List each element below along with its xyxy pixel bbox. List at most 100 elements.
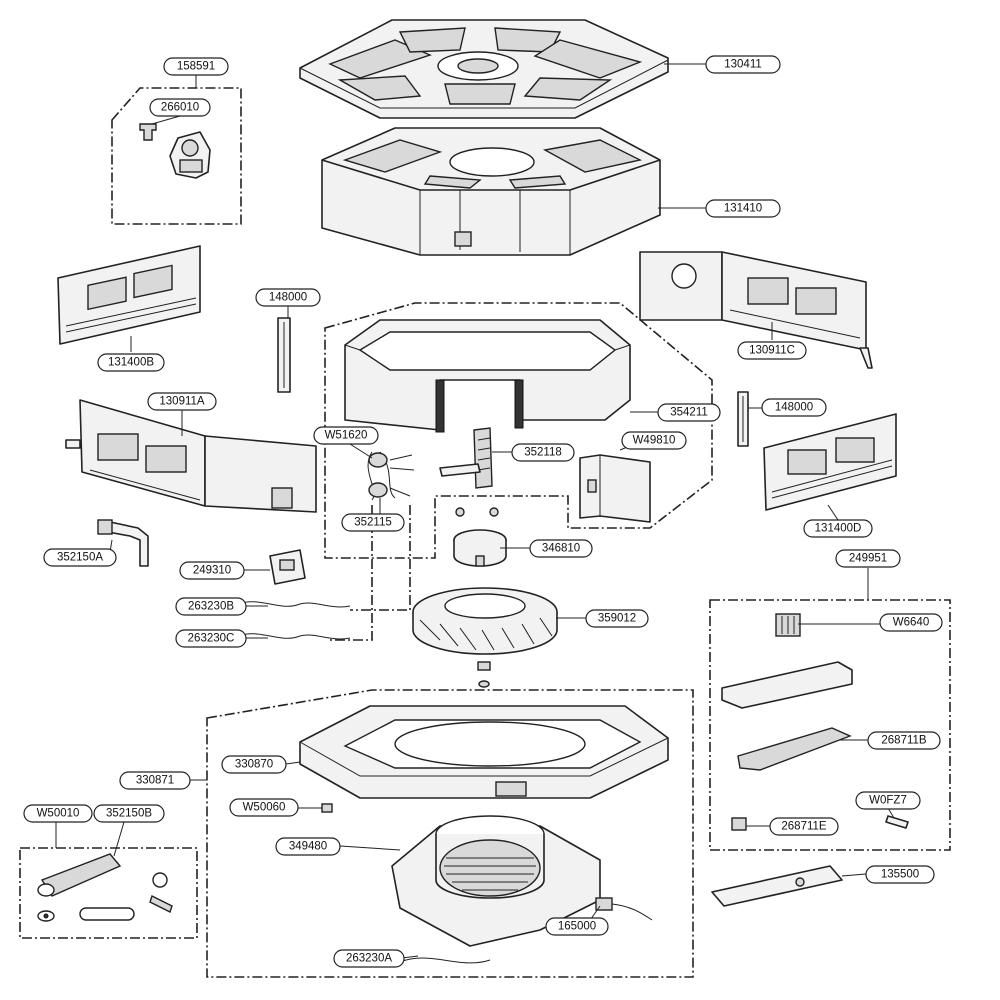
svg-text:W6640: W6640 — [893, 617, 929, 629]
part-turbo-fan — [412, 587, 558, 688]
callout-352115: 352115 — [341, 513, 405, 532]
callout-130911A: 130911A — [147, 392, 217, 411]
callout-131410: 131410 — [705, 199, 781, 218]
group-outline-158591 — [111, 87, 242, 225]
svg-text:330870: 330870 — [235, 759, 273, 771]
callout-135500: 135500 — [865, 865, 935, 884]
svg-text:W49810: W49810 — [633, 435, 676, 447]
leader-lines — [55, 63, 895, 959]
group-outline-fan-motor-wiring — [350, 505, 411, 611]
callout-148000-a: 148000 — [255, 288, 321, 307]
group-outline-control-box — [709, 599, 951, 851]
callout-158591: 158591 — [163, 57, 229, 76]
part-sensor-harness — [367, 451, 415, 501]
part-cover-135500 — [711, 865, 843, 907]
callout-349480: 349480 — [275, 837, 341, 856]
callout-W49810: W49810 — [621, 431, 687, 450]
part-cables-263230 — [237, 601, 351, 640]
group-outline-drain-pan — [206, 689, 694, 978]
callout-130911C: 130911C — [737, 341, 807, 360]
svg-text:268711E: 268711E — [781, 821, 827, 833]
group-outline-accessory-kit — [19, 847, 198, 939]
group-outlines — [19, 87, 951, 978]
svg-text:W51620: W51620 — [325, 430, 368, 442]
svg-text:148000: 148000 — [775, 402, 813, 414]
svg-text:148000: 148000 — [269, 292, 307, 304]
group-outline-heat-exchanger — [324, 302, 713, 559]
callout-352150B: 352150B — [93, 804, 165, 823]
svg-text:135500: 135500 — [881, 869, 919, 881]
part-control-box — [721, 613, 909, 831]
svg-text:249310: 249310 — [193, 565, 231, 577]
part-casing — [321, 127, 661, 256]
callout-W50010: W50010 — [23, 804, 93, 823]
svg-text:354211: 354211 — [670, 407, 708, 419]
svg-text:158591: 158591 — [177, 61, 215, 73]
svg-text:165000: 165000 — [558, 921, 596, 933]
svg-text:346810: 346810 — [542, 543, 580, 555]
svg-text:352150B: 352150B — [106, 808, 152, 820]
callout-263230B: 263230B — [175, 597, 247, 616]
svg-text:349480: 349480 — [289, 841, 327, 853]
svg-text:266010: 266010 — [161, 102, 199, 114]
svg-text:131400B: 131400B — [108, 357, 154, 369]
svg-text:263230B: 263230B — [188, 601, 234, 613]
callout-130411: 130411 — [705, 55, 781, 74]
part-pipe-352118 — [439, 427, 493, 489]
svg-text:249951: 249951 — [849, 553, 887, 565]
callout-268711B: 268711B — [867, 731, 941, 750]
callout-249951: 249951 — [835, 549, 901, 568]
callout-249310: 249310 — [179, 561, 245, 580]
part-cable-263230A — [399, 957, 491, 964]
svg-text:W50060: W50060 — [243, 802, 286, 814]
svg-text:352115: 352115 — [354, 517, 392, 529]
part-side-panel-131400D — [763, 413, 897, 511]
svg-text:130911A: 130911A — [159, 396, 205, 408]
part-side-panel-131400B — [57, 245, 201, 345]
part-heat-exchanger — [344, 319, 631, 433]
part-fan-motor — [453, 507, 507, 567]
part-bell-mouth — [391, 815, 601, 947]
callout-W50060: W50060 — [229, 798, 299, 817]
part-W50060 — [321, 803, 333, 813]
callout-165000: 165000 — [545, 917, 609, 936]
part-side-panel-130911C — [639, 251, 873, 369]
part-float-switch — [139, 123, 211, 179]
callouts: 130411 131410 158591 266010 131400B 1309… — [23, 55, 943, 968]
callout-263230C: 263230C — [175, 629, 247, 648]
callout-354211: 354211 — [657, 403, 721, 422]
part-bracket-148000-right — [737, 391, 749, 447]
callout-266010: 266010 — [149, 98, 211, 117]
svg-text:131400D: 131400D — [815, 523, 862, 535]
svg-text:352118: 352118 — [524, 447, 562, 459]
part-bracket-148000-left — [277, 317, 291, 393]
part-side-panel-130911A — [65, 399, 317, 513]
svg-text:352150A: 352150A — [57, 552, 103, 564]
svg-text:359012: 359012 — [598, 613, 636, 625]
group-outline-fan-motor-wiring-2 — [330, 505, 373, 641]
part-drain-pipe-352150A — [97, 519, 149, 567]
callout-330871: 330871 — [119, 771, 191, 790]
callout-131400B: 131400B — [97, 353, 165, 372]
part-drain-pan — [299, 705, 669, 799]
callout-359012: 359012 — [585, 609, 649, 628]
callout-352150A: 352150A — [43, 548, 117, 567]
svg-text:130911C: 130911C — [749, 345, 795, 357]
part-top-cover — [299, 19, 669, 119]
callout-W0FZ7: W0FZ7 — [855, 791, 921, 810]
svg-text:130411: 130411 — [724, 59, 762, 71]
callout-268711E: 268711E — [769, 817, 839, 836]
svg-text:131410: 131410 — [724, 203, 762, 215]
part-sensor-165000 — [595, 897, 653, 921]
svg-text:263230C: 263230C — [188, 633, 235, 645]
callout-131400D: 131400D — [803, 519, 873, 538]
svg-text:330871: 330871 — [136, 775, 174, 787]
svg-text:263230A: 263230A — [346, 953, 392, 965]
svg-text:268711B: 268711B — [881, 735, 927, 747]
callout-352118: 352118 — [511, 443, 575, 462]
part-accessory-kit — [37, 853, 173, 922]
part-bracket-249310 — [269, 549, 306, 585]
callout-346810: 346810 — [529, 539, 593, 558]
callout-330870: 330870 — [221, 755, 287, 774]
